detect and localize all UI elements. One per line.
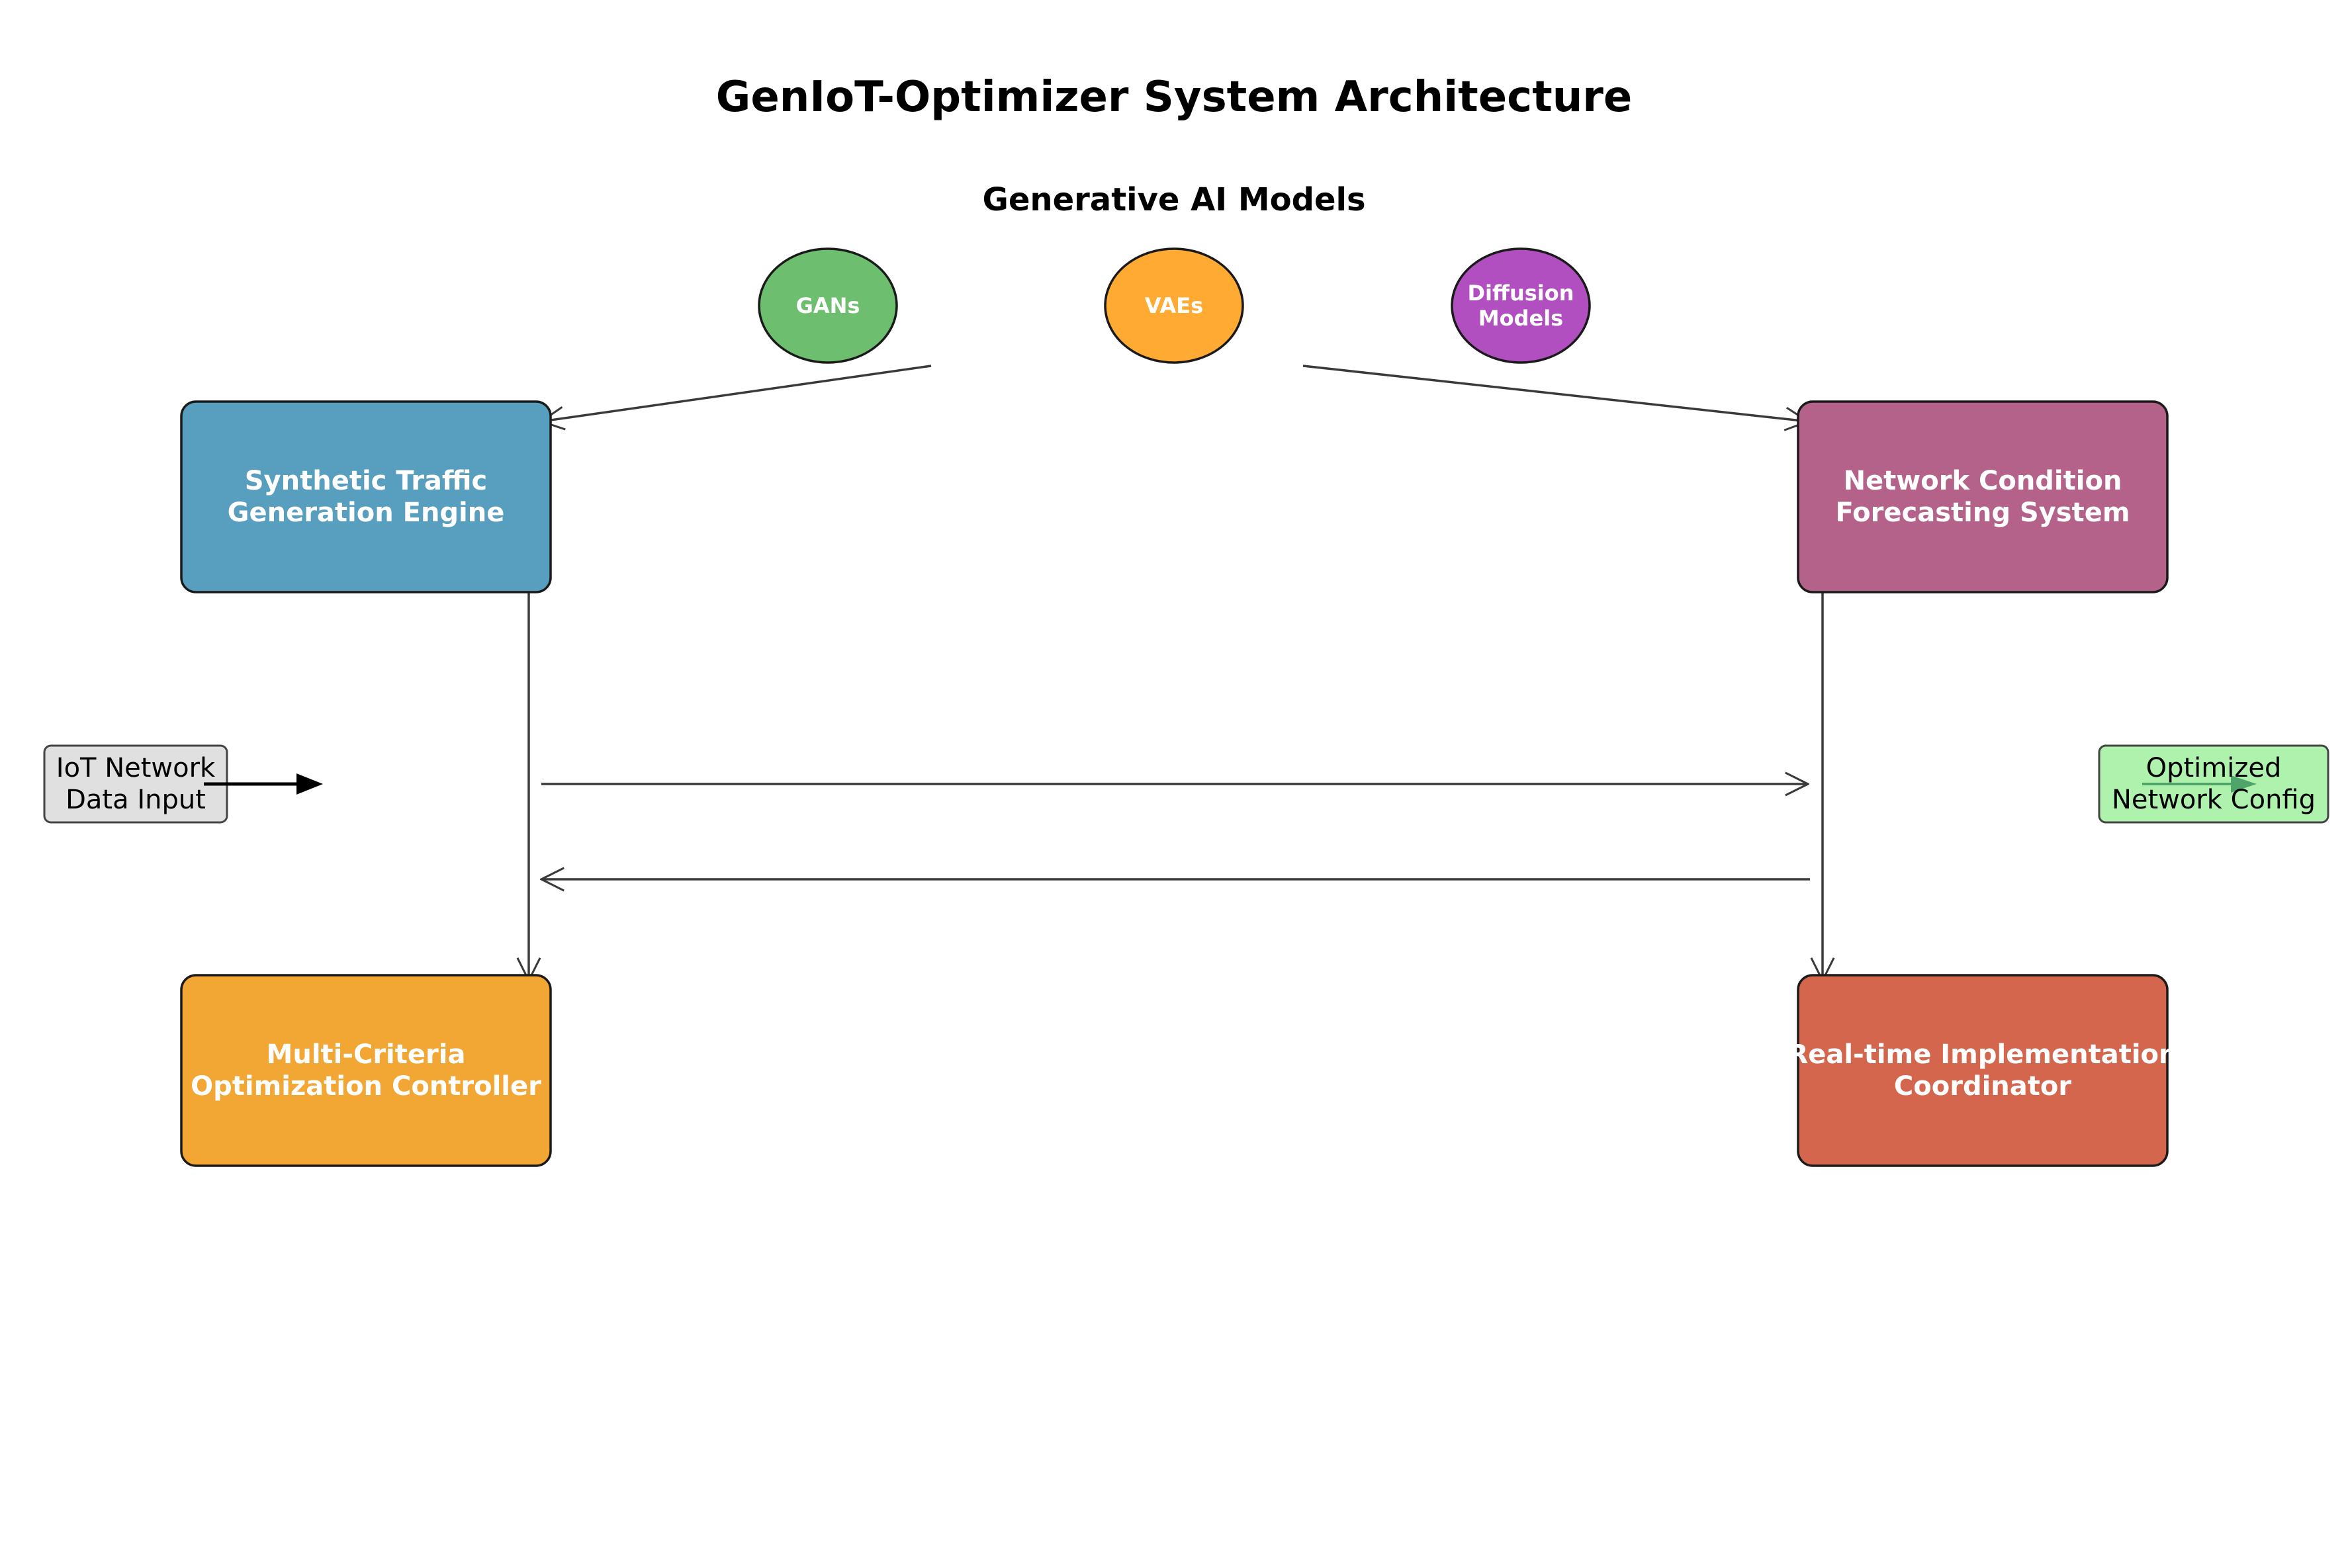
component-box — [180, 400, 552, 593]
input-arrow-head — [296, 773, 323, 795]
component-label-line: Synthetic Traffic — [245, 466, 487, 496]
component-label-line: Generation Engine — [228, 498, 505, 528]
models-to-synthetic-arrow — [541, 365, 932, 421]
output-label-line: Optimized — [2146, 753, 2282, 783]
model-vaes: VAEs — [1104, 247, 1244, 364]
output-label-line: Network Config — [2112, 785, 2316, 815]
component-label-line: Real-time Implementation — [1787, 1039, 2177, 1070]
component-label-line: Multi-Criteria — [267, 1039, 466, 1070]
models-to-forecasting-arrow — [1302, 365, 1808, 421]
model-ellipse — [758, 247, 898, 364]
connectors — [529, 365, 1823, 980]
output-arrow-head — [2231, 775, 2257, 793]
component-box — [1797, 400, 2169, 593]
input-label-line: IoT Network — [56, 753, 216, 783]
model-ellipse — [1451, 247, 1591, 364]
model-gans: GANs — [758, 247, 898, 364]
component-box — [1797, 974, 2169, 1167]
model-label-line: Models — [1478, 306, 1563, 331]
model-label-line: GANs — [796, 293, 860, 318]
component-label-line: Network Condition — [1844, 466, 2122, 496]
model-label-line: VAEs — [1145, 293, 1203, 318]
diagram-title: GenIoT-Optimizer System Architecture — [716, 73, 1632, 122]
component-label-line: Forecasting System — [1835, 498, 2130, 528]
component-box — [180, 974, 552, 1167]
component-label-line: Coordinator — [1894, 1071, 2071, 1102]
model-label-line: Diffusion — [1467, 281, 1574, 306]
model-ellipse — [1104, 247, 1244, 364]
models-heading: Generative AI Models — [982, 181, 1365, 218]
component-label-line: Optimization Controller — [191, 1071, 541, 1102]
input-label-line: Data Input — [66, 785, 206, 815]
